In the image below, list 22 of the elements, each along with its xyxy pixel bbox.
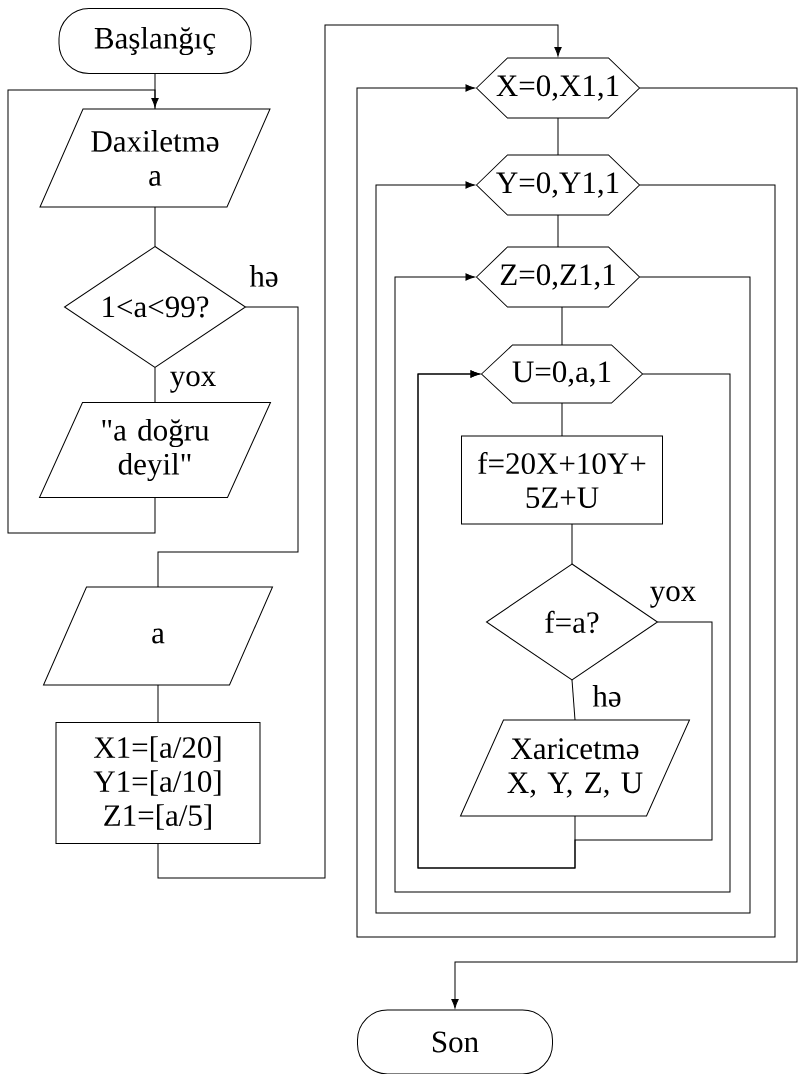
arrow xyxy=(451,87,798,1009)
edge-label: hə xyxy=(248,264,280,288)
arrow xyxy=(394,273,731,893)
output-parallelogram: Xaricetmə X, Y, Z, U xyxy=(460,719,690,817)
arrow xyxy=(157,24,562,879)
loop-hexagon: Z=0,Z1,1 xyxy=(476,246,640,308)
arrow xyxy=(356,84,776,938)
arrow xyxy=(417,370,576,869)
arrow xyxy=(7,89,159,534)
input-parallelogram: a xyxy=(43,586,273,686)
process-box: f=20X+10Y+ 5Z+U xyxy=(461,435,663,525)
edge-label: hə xyxy=(591,684,623,708)
edge-label: yox xyxy=(168,370,218,394)
loop-hexagon: U=0,a,1 xyxy=(481,344,643,404)
process-box: X1=[a/20] Y1=[a/10] Z1=[a/5] xyxy=(55,722,261,844)
loop-hexagon: Y=0,Y1,1 xyxy=(476,154,640,216)
output-parallelogram: "a doğru deyil" xyxy=(39,402,271,498)
arrow xyxy=(375,181,751,914)
input-parallelogram: Daxiletmə a xyxy=(39,108,271,208)
loop-hexagon: X=0,X1,1 xyxy=(476,57,640,119)
start-terminal: Başlanğıç xyxy=(58,8,252,74)
end-terminal: Son xyxy=(357,1009,553,1074)
